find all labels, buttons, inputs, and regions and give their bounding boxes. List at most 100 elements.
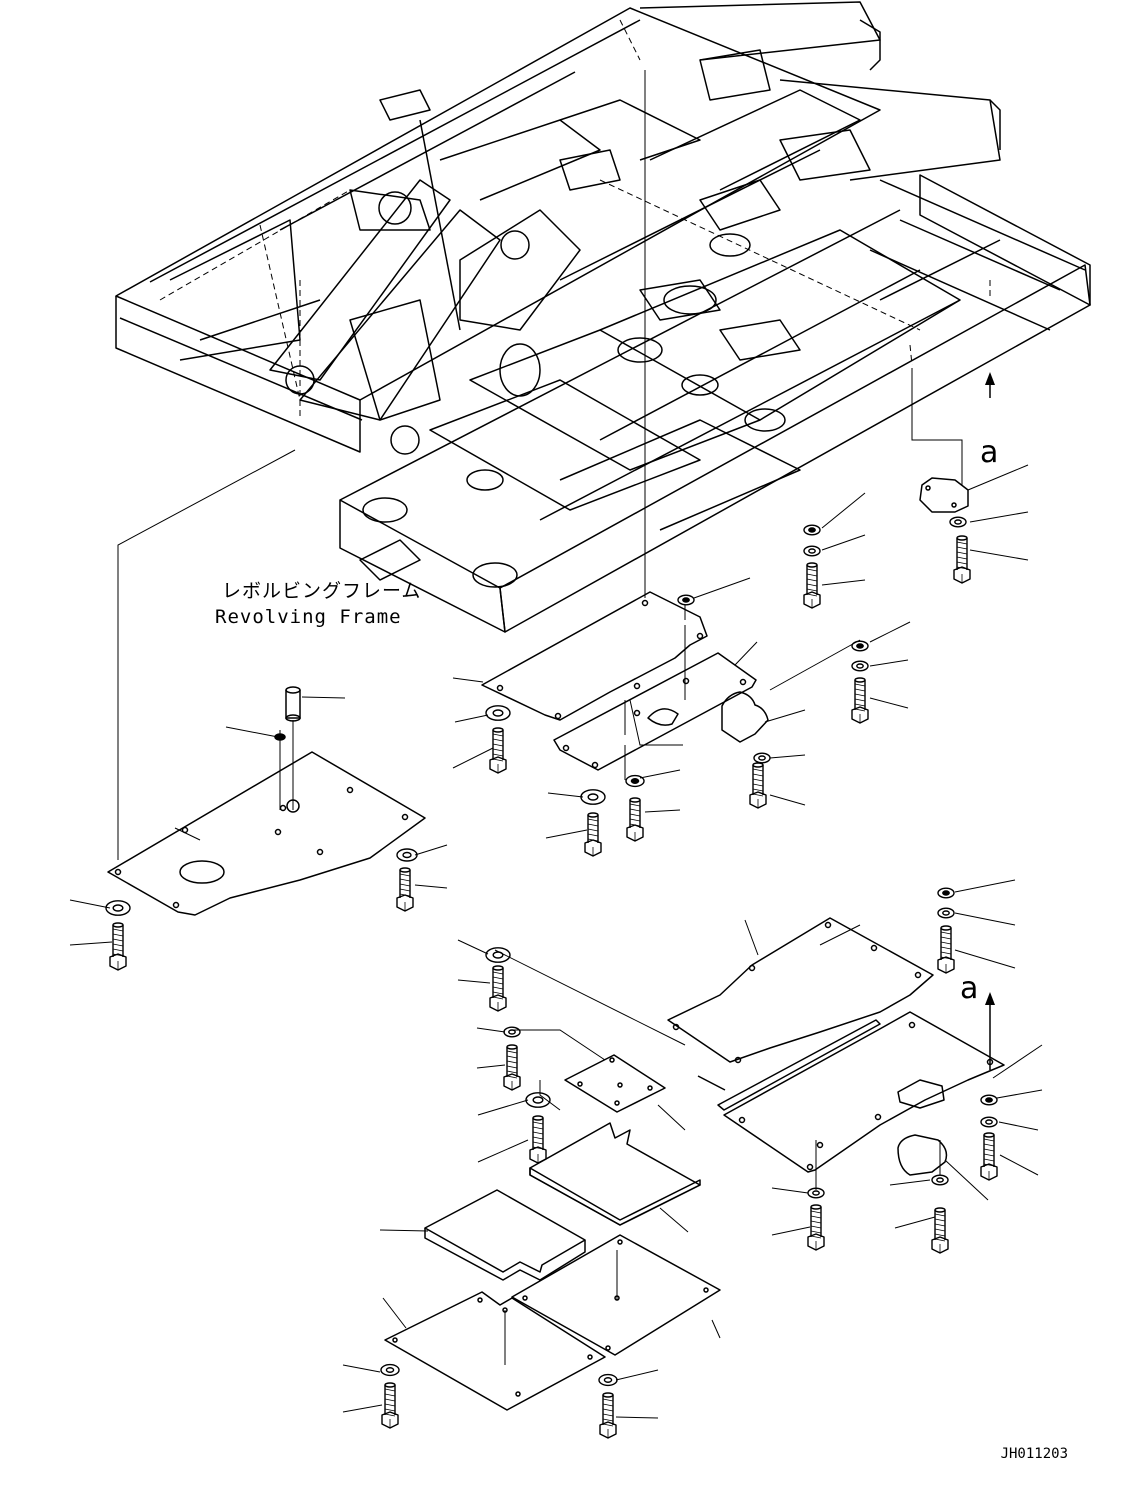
washer bbox=[396, 848, 418, 862]
bolt bbox=[749, 762, 767, 809]
callout-leader bbox=[225, 726, 279, 738]
callout-leader bbox=[301, 696, 346, 699]
callout-leader bbox=[476, 1064, 506, 1069]
callout-leader bbox=[477, 1139, 529, 1163]
washer bbox=[949, 516, 967, 528]
callout-leader bbox=[998, 1121, 1039, 1131]
washer bbox=[580, 789, 606, 805]
view-arrow-top: a bbox=[980, 372, 998, 470]
callout-leader bbox=[342, 1364, 381, 1373]
callout-leader bbox=[414, 884, 448, 889]
callout-leader bbox=[869, 697, 909, 709]
callout-leader bbox=[944, 1159, 989, 1201]
washer bbox=[851, 660, 869, 672]
callout-leader bbox=[615, 1416, 659, 1419]
bolt bbox=[396, 867, 414, 912]
callout-leader bbox=[379, 1229, 429, 1232]
washer bbox=[503, 1026, 521, 1038]
callout-leader bbox=[764, 709, 806, 723]
callout-leader bbox=[457, 979, 491, 984]
bolt bbox=[584, 812, 602, 857]
washer bbox=[937, 887, 955, 899]
sleeve-part bbox=[274, 686, 301, 741]
callout-leader bbox=[545, 829, 588, 839]
frame-dashed-lines bbox=[159, 19, 991, 420]
callout-leader bbox=[771, 1187, 809, 1194]
callout-leader bbox=[734, 641, 758, 666]
callout-leader bbox=[452, 747, 494, 769]
callout-leader bbox=[954, 912, 1016, 926]
washer bbox=[598, 1373, 618, 1387]
bolt bbox=[803, 562, 821, 609]
callout-leader bbox=[954, 949, 1016, 969]
callout-leader bbox=[821, 534, 866, 551]
washer bbox=[677, 594, 695, 606]
callout-leader bbox=[894, 1216, 936, 1229]
washer bbox=[851, 640, 869, 652]
callout-leader bbox=[452, 677, 484, 683]
washer bbox=[105, 900, 131, 916]
bolt bbox=[980, 1132, 998, 1181]
washer bbox=[803, 524, 821, 536]
callout-leader bbox=[889, 1179, 931, 1186]
callout-leader bbox=[547, 792, 584, 798]
callout-leader bbox=[869, 659, 909, 667]
lower-right-plates bbox=[667, 917, 1005, 1176]
washer bbox=[753, 752, 771, 764]
callout-leader bbox=[771, 1226, 811, 1236]
drawing-number: JH011203 bbox=[1001, 1446, 1068, 1462]
revolving-frame bbox=[115, 1, 1091, 633]
washer bbox=[803, 545, 821, 557]
callout-leader bbox=[954, 879, 1016, 893]
callout-leader bbox=[992, 1044, 1043, 1079]
bolt bbox=[503, 1044, 521, 1091]
bolt bbox=[489, 727, 507, 774]
callout-leader bbox=[659, 1207, 689, 1233]
callout-leader bbox=[744, 919, 759, 956]
callout-leader bbox=[454, 714, 489, 723]
callout-leader bbox=[657, 1104, 686, 1131]
bolt bbox=[109, 922, 127, 971]
washer bbox=[525, 1092, 551, 1108]
callout-leader bbox=[821, 492, 866, 529]
frame-label-english: Revolving Frame bbox=[215, 606, 402, 628]
left-undercover-plate bbox=[107, 751, 426, 916]
callout-leader bbox=[967, 464, 1029, 491]
callout-leader bbox=[615, 1369, 659, 1381]
fasteners bbox=[105, 516, 998, 1439]
washer bbox=[980, 1116, 998, 1128]
bolt bbox=[626, 797, 644, 842]
callout-leader bbox=[769, 794, 806, 806]
callout-leader bbox=[476, 1027, 506, 1033]
view-letter-top: a bbox=[980, 435, 998, 470]
washer bbox=[937, 907, 955, 919]
callout-leader bbox=[693, 577, 751, 599]
washer bbox=[380, 1363, 400, 1377]
callout-leader bbox=[769, 754, 806, 759]
washer bbox=[931, 1174, 949, 1186]
callout-leader bbox=[821, 579, 866, 586]
bolt bbox=[851, 677, 869, 724]
bolt bbox=[931, 1207, 949, 1254]
washer bbox=[485, 705, 511, 721]
leader-lines bbox=[117, 70, 963, 1365]
callout-leader bbox=[711, 1319, 721, 1339]
callout-leader bbox=[639, 769, 681, 779]
callout-leader bbox=[69, 941, 113, 946]
callout-leader bbox=[869, 621, 911, 643]
callout-leader bbox=[382, 1297, 407, 1329]
washer bbox=[625, 774, 645, 788]
callout-leader bbox=[999, 1154, 1039, 1176]
bolt bbox=[953, 535, 971, 584]
callout-leader bbox=[414, 844, 448, 856]
view-letter-bottom: a bbox=[960, 971, 978, 1006]
bolt bbox=[807, 1204, 825, 1251]
washer bbox=[485, 947, 511, 963]
center-plates bbox=[481, 477, 969, 771]
callout-leader bbox=[174, 827, 201, 841]
lower-stacked-plates bbox=[384, 1054, 721, 1411]
frame-label-japanese: レボルビングフレーム bbox=[222, 580, 421, 602]
callout-leader bbox=[969, 549, 1029, 561]
